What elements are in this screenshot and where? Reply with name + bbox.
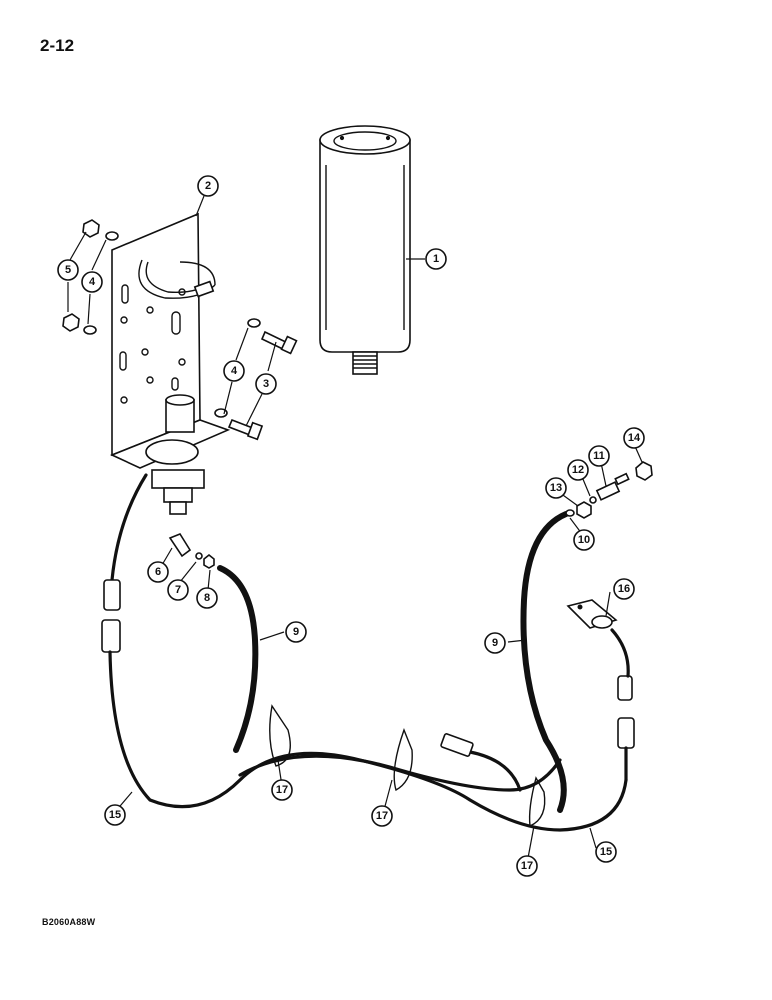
svg-text:9: 9 (492, 637, 498, 649)
svg-text:17: 17 (376, 810, 388, 822)
callout-7: 7 (167, 579, 189, 601)
svg-text:16: 16 (618, 583, 630, 595)
callout-3: 3 (255, 373, 277, 395)
hose-right (520, 511, 569, 813)
callout-11: 11 (588, 445, 610, 467)
callout-8: 8 (196, 587, 218, 609)
sensor-plate (566, 599, 618, 629)
switch-body (145, 394, 205, 515)
svg-text:3: 3 (263, 378, 269, 390)
svg-text:14: 14 (628, 432, 641, 444)
svg-text:17: 17 (521, 860, 533, 872)
svg-text:7: 7 (175, 584, 181, 596)
svg-text:12: 12 (572, 464, 584, 476)
svg-text:10: 10 (578, 534, 590, 546)
callout-9b: 9 (484, 632, 506, 654)
callout-17a: 17 (271, 779, 293, 801)
callout-4b: 4 (81, 271, 103, 293)
svg-text:13: 13 (550, 482, 562, 494)
bolt-lower (227, 418, 264, 441)
callout-17b: 17 (371, 805, 393, 827)
svg-text:17: 17 (276, 784, 288, 796)
callout-15b: 15 (595, 841, 617, 863)
wiring-harness (101, 473, 635, 832)
callout-5: 5 (57, 259, 79, 281)
svg-text:1: 1 (433, 253, 439, 265)
callout-9a: 9 (285, 621, 307, 643)
fitting-assembly (565, 461, 653, 519)
callout-12: 12 (567, 459, 589, 481)
figure-code: B2060A88W (42, 917, 96, 927)
bolt-upper (260, 330, 298, 355)
hose-left (217, 565, 259, 753)
svg-text:6: 6 (155, 566, 161, 578)
svg-text:2: 2 (205, 180, 211, 192)
svg-text:4: 4 (89, 276, 96, 288)
callout-1: 1 (425, 248, 447, 270)
tie-straps (269, 704, 546, 828)
svg-text:5: 5 (65, 264, 71, 276)
callout-13: 13 (545, 477, 567, 499)
washers (83, 231, 261, 418)
elbow-fitting (168, 533, 215, 569)
svg-text:11: 11 (593, 450, 605, 462)
svg-text:9: 9 (293, 626, 299, 638)
page-number: 2-12 (40, 36, 75, 55)
svg-text:15: 15 (600, 846, 612, 858)
callout-16: 16 (613, 578, 635, 600)
nuts (62, 219, 100, 332)
callout-17c: 17 (516, 855, 538, 877)
svg-text:15: 15 (109, 809, 121, 821)
filter-canister (319, 125, 411, 375)
callout-4a: 4 (223, 360, 245, 382)
callout-6: 6 (147, 561, 169, 583)
svg-text:8: 8 (204, 592, 210, 604)
callout-10: 10 (573, 529, 595, 551)
callout-2: 2 (197, 175, 219, 197)
svg-text:4: 4 (231, 365, 238, 377)
callout-15a: 15 (104, 804, 126, 826)
callout-14: 14 (623, 427, 645, 449)
